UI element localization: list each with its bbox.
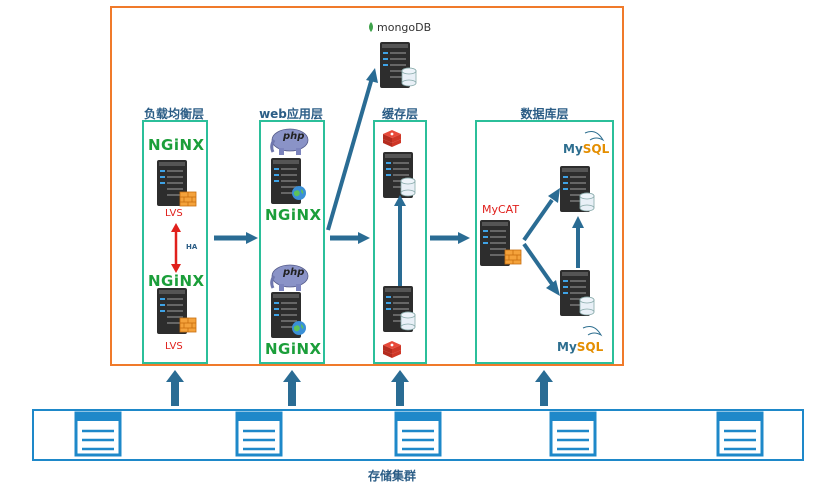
nginx-logo-web-bottom: NGiNX [265,340,322,358]
php-label-bottom: php [283,267,305,278]
mycat-to-mysql-top-arrow [522,198,554,242]
ha-arrow-down [171,264,181,273]
arrowhead [246,232,258,244]
php-label-top: php [283,131,305,142]
mycat-to-mysql-bottom-arrow [522,242,554,286]
web-to-mongodb-arrow [326,77,374,231]
mysql-dolphin-icon [584,131,605,142]
storage-icon-5 [716,411,764,457]
layer-title-web: web应用层 [259,107,323,121]
storage-icon-2 [235,411,283,457]
layer-title-load-balance: 负载均衡层 [143,107,204,121]
mysql-sql-text: SQL [576,340,604,354]
arrowhead [458,232,470,244]
mysql-logo-bottom: MySQL [557,340,603,354]
arrowhead [548,188,560,203]
storage-arrows [166,370,553,406]
arrowhead [366,68,378,83]
mongodb-label: mongoDB [377,21,432,34]
mycat-label: MyCAT [482,203,520,216]
system-frame [110,6,624,366]
nginx-logo-web-top: NGiNX [265,206,322,224]
layer-title-database: 数据库层 [520,107,569,121]
layer-title-cache: 缓存层 [381,107,418,121]
arrowhead [358,232,370,244]
storage-cluster-title: 存储集群 [367,469,416,483]
mongodb-leaf-icon [369,22,373,32]
lvs-label-top: LVS [165,208,183,219]
arrowhead-up [572,216,584,228]
mysql-sql-text: SQL [582,142,610,156]
nginx-logo-top: NGiNX [148,136,205,154]
mysql-dolphin-icon [582,326,603,337]
storage-icon-1 [74,411,122,457]
storage-icon-4 [549,411,597,457]
mysql-logo-top: MySQL [563,142,609,156]
ha-arrow-up [171,223,181,232]
ha-label: HA [186,243,198,251]
arrowhead [546,280,560,296]
storage-icon-3 [394,411,442,457]
arrowhead-up [394,195,406,206]
mysql-my-text: My [557,340,577,354]
nginx-logo-bottom: NGiNX [148,272,205,290]
mysql-my-text: My [563,142,583,156]
lvs-label-bottom: LVS [165,341,183,352]
